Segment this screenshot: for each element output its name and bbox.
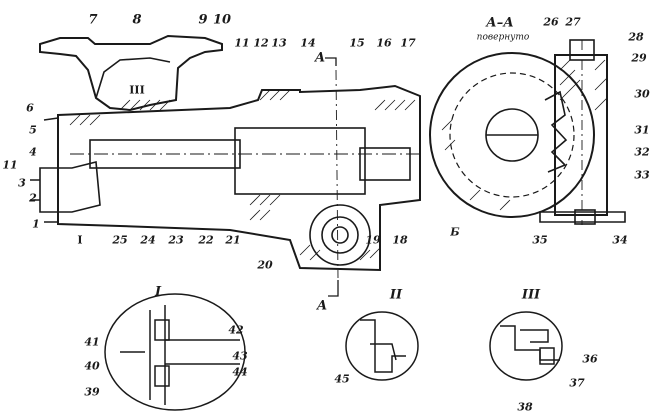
main-assembly (30, 34, 421, 297)
section-view (429, 39, 626, 225)
detail-views (104, 293, 563, 411)
